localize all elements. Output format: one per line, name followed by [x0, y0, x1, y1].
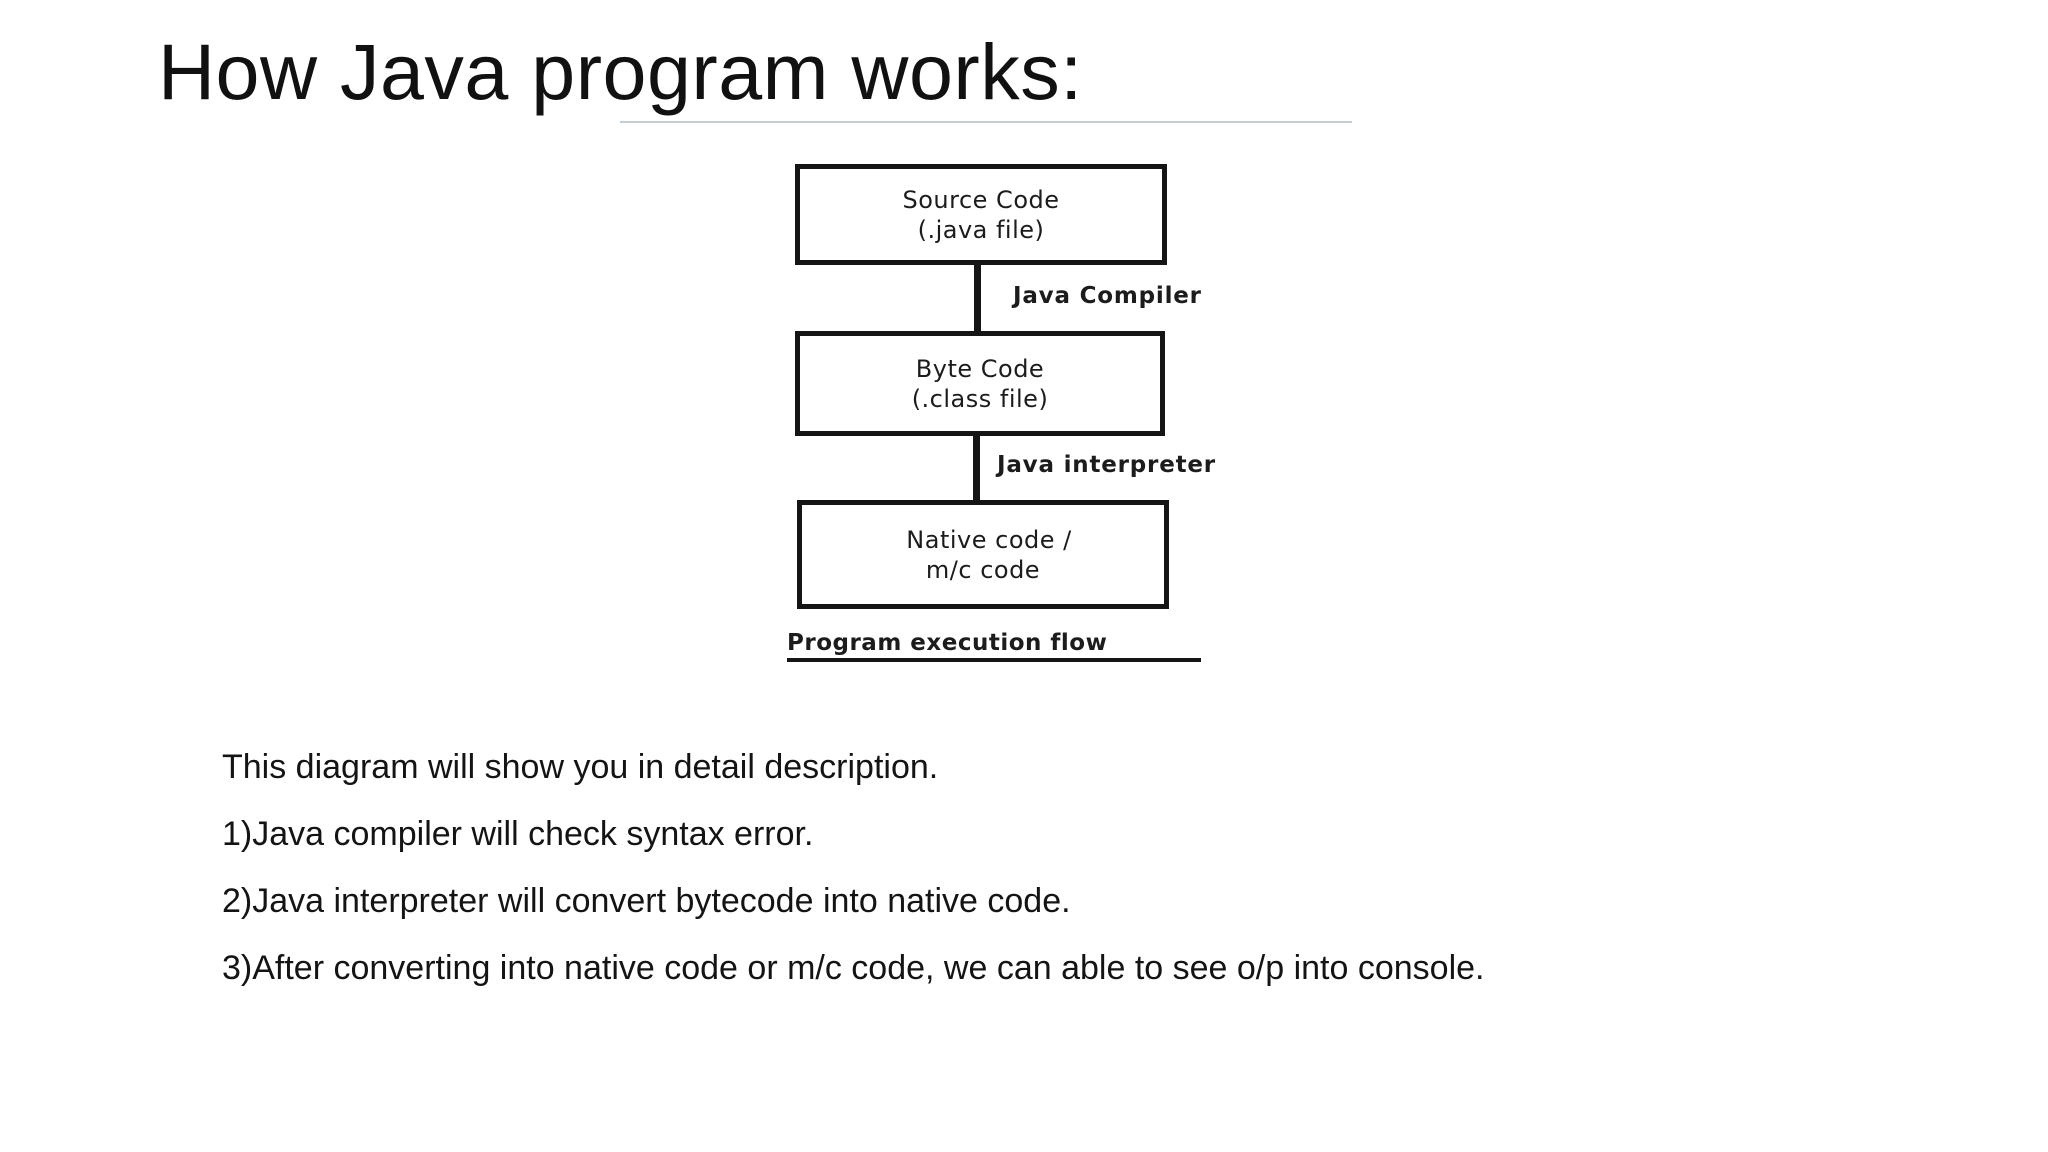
byte-code-box-title: Byte Code: [915, 354, 1045, 383]
byte-code-box-subtitle: (.class file): [911, 384, 1049, 413]
title-divider: [620, 121, 1352, 123]
source-code-box: Source Code (.java file): [795, 164, 1167, 265]
byte-code-box: Byte Code (.class file): [795, 331, 1165, 436]
slide-title: How Java program works:: [158, 27, 1083, 116]
native-code-box-subtitle: m/c code: [925, 555, 1041, 584]
native-code-box-title: Native code /: [906, 525, 1072, 554]
native-code-box: Native code / m/c code: [797, 500, 1169, 609]
source-code-box-title: Source Code: [902, 185, 1060, 214]
interpreter-connector: [973, 436, 980, 500]
diagram-caption: Program execution flow: [787, 630, 1108, 656]
java-compiler-label: Java Compiler: [1013, 283, 1202, 309]
java-interpreter-label: Java interpreter: [997, 452, 1216, 478]
execution-flow-diagram: Source Code (.java file) Java Compiler B…: [760, 150, 1300, 680]
caption-underline: [787, 658, 1201, 662]
source-code-box-subtitle: (.java file): [917, 215, 1045, 244]
description-text: This diagram will show you in detail des…: [222, 742, 1522, 1010]
description-point-1: 1)Java compiler will check syntax error.: [222, 815, 814, 853]
description-point-3: 3)After converting into native code or m…: [222, 949, 1485, 987]
compiler-connector: [974, 265, 981, 331]
description-point-2: 2)Java interpreter will convert bytecode…: [222, 882, 1071, 920]
description-intro: This diagram will show you in detail des…: [222, 748, 939, 786]
